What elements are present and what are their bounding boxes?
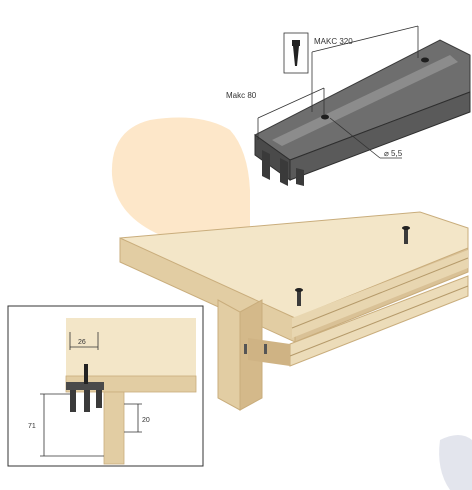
label-width: 26: [78, 339, 86, 346]
label-edge-max: Makc 80: [226, 91, 257, 100]
cabinet-assembly: [119, 211, 469, 411]
cross-section-inset: [7, 305, 204, 467]
screw-icon: [402, 226, 410, 244]
rail-profile: [254, 39, 471, 186]
label-hole-diameter: ⌀ 5,5: [384, 149, 403, 158]
highlight-blob: [111, 117, 251, 235]
screw-icon: [295, 288, 303, 306]
watermark-logo: [439, 435, 472, 490]
label-depth: 20: [142, 417, 150, 424]
screw-icon: [292, 40, 300, 66]
label-height: 71: [28, 423, 36, 430]
label-spacing-max: MAKC 320: [314, 37, 353, 46]
